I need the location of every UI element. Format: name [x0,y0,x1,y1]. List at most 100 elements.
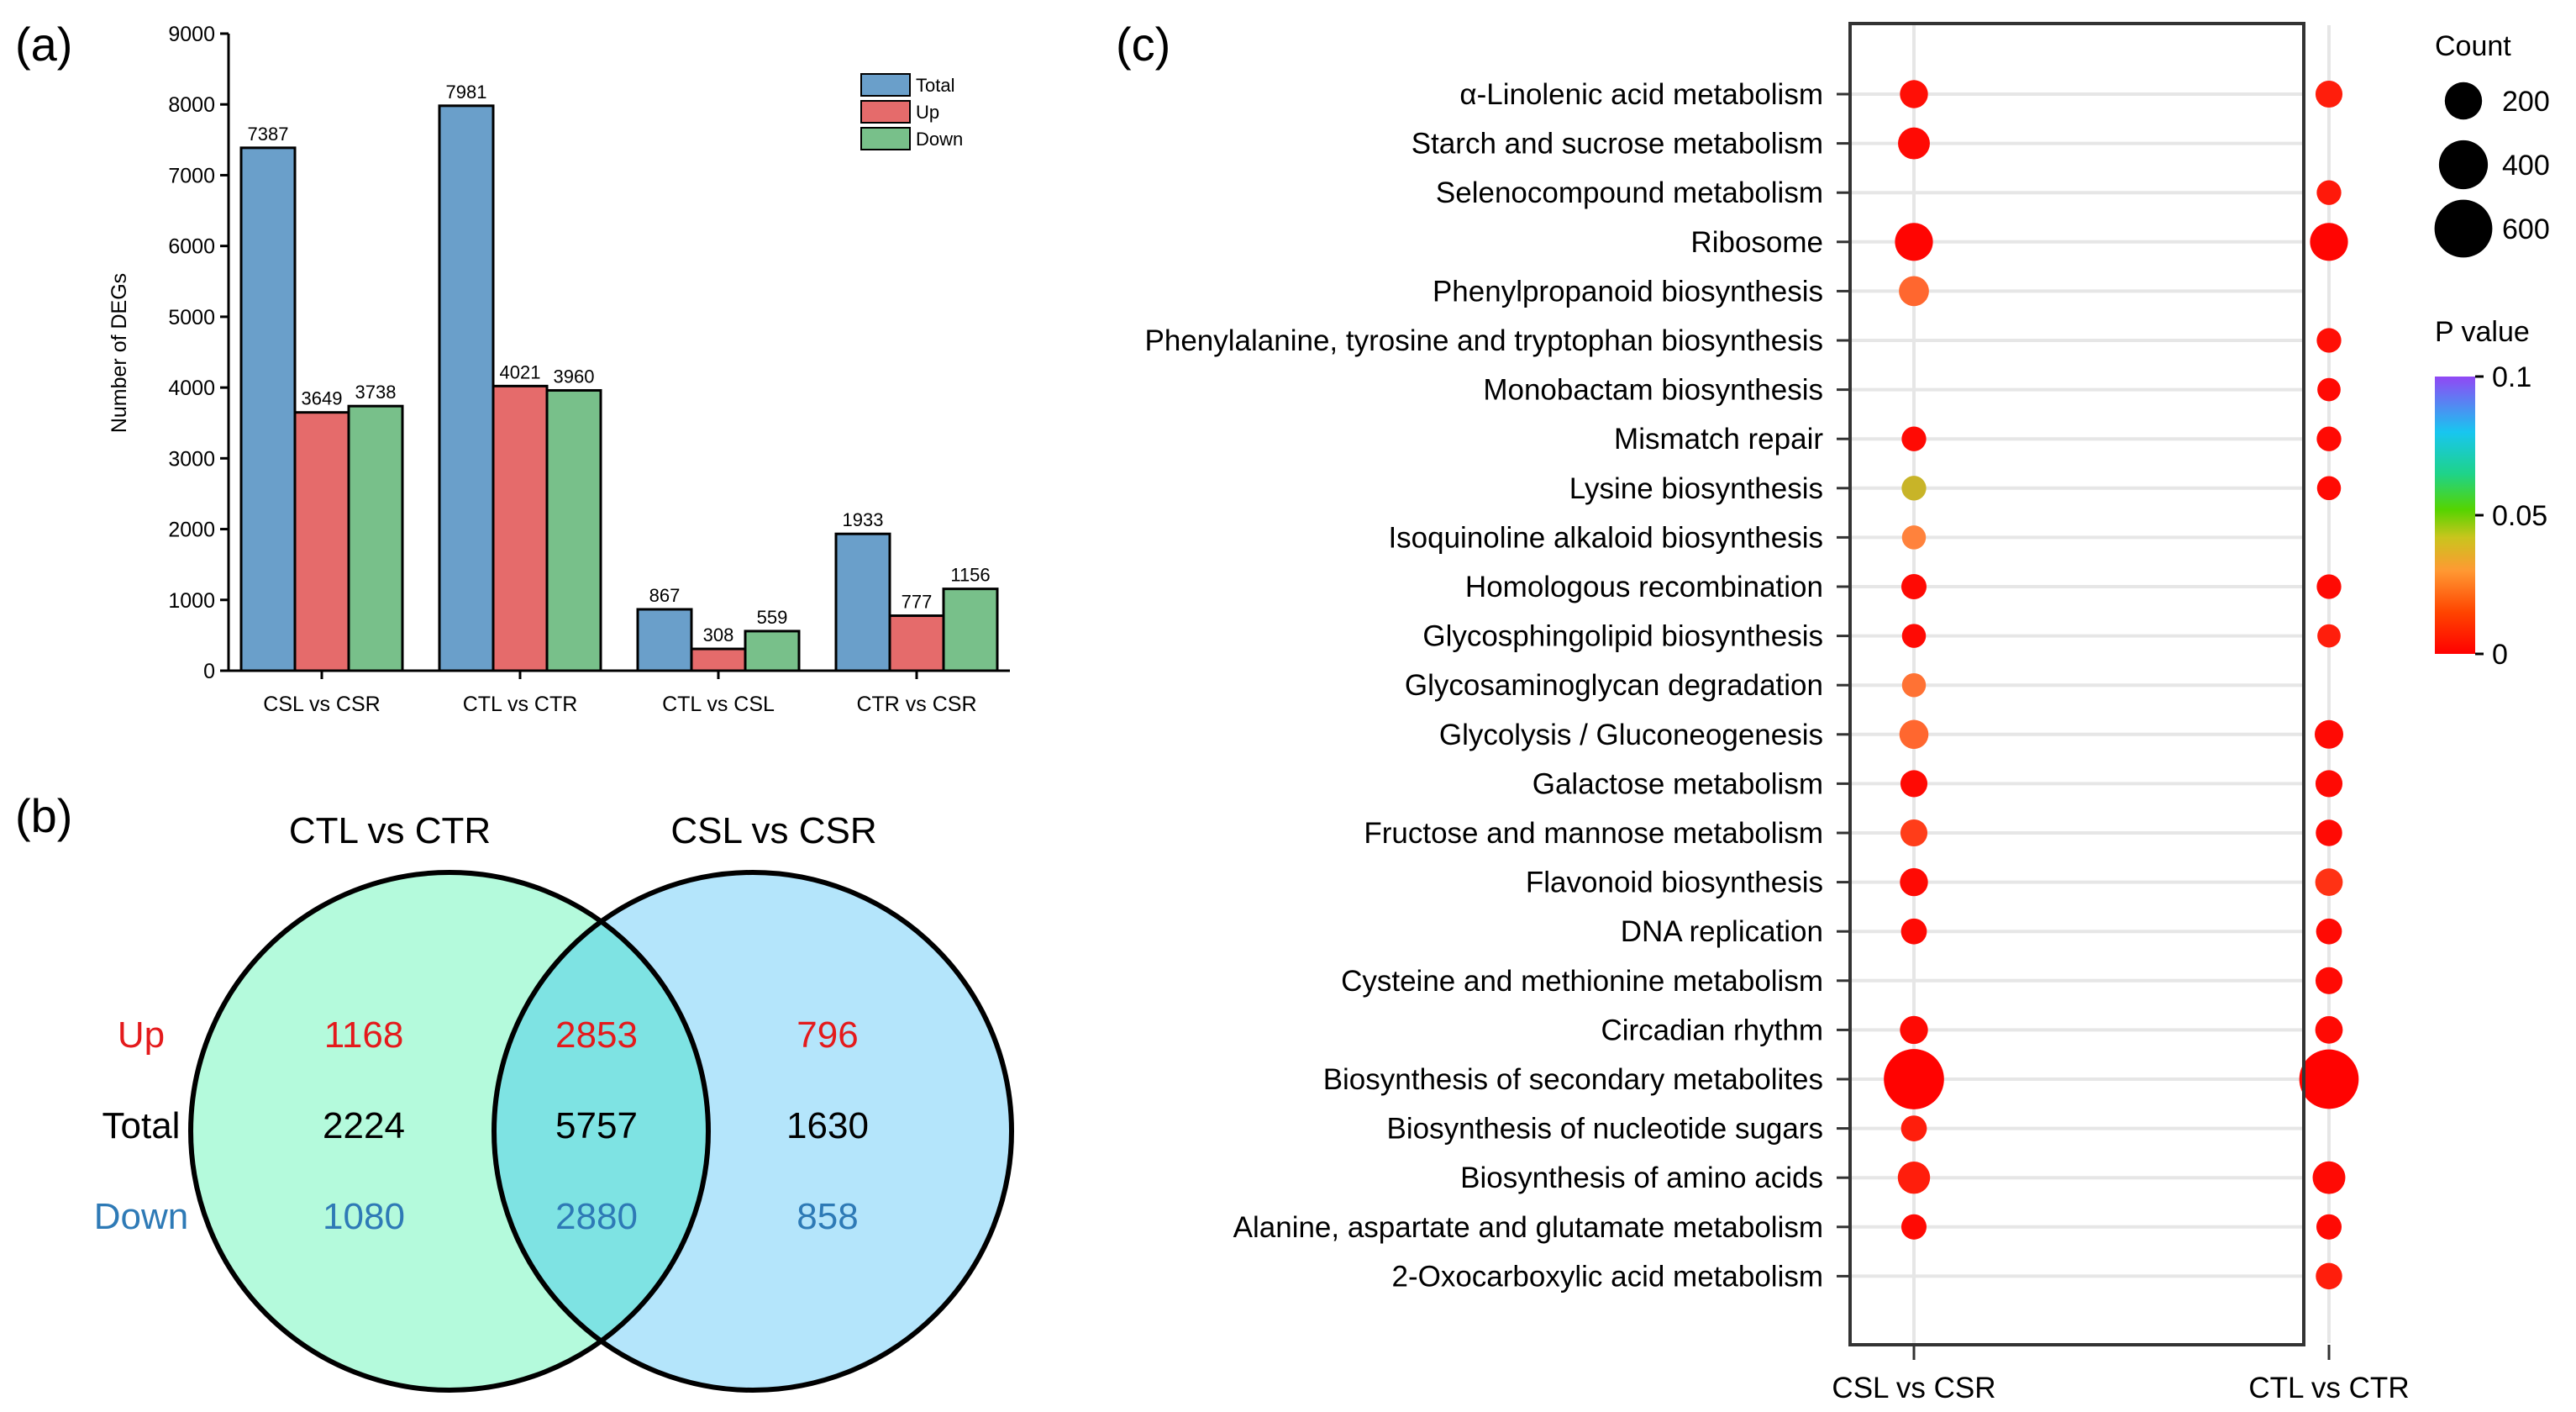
venn-right-up: 796 [796,1014,858,1056]
x-category-label: CTR vs CSR [856,693,976,716]
bubble-point [2312,1161,2346,1194]
bubble-point [1901,624,1927,648]
bubble-point [2315,80,2343,108]
bar-value-label: 867 [649,585,681,606]
legend-label-total: Total [916,75,954,96]
venn-circle-left-outline [188,870,711,1393]
y-tick-label: 7000 [168,164,215,187]
x-category-label: CSL vs CSR [263,693,380,716]
bubble-point [2315,967,2343,994]
venn-circle-right-outline [492,870,1014,1393]
pathway-label: Biosynthesis of nucleotide sugars [1387,1113,1823,1146]
bubble-point [2317,624,2341,648]
bubble-point [1900,1015,1928,1045]
color-tick-label: 0.05 [2492,500,2547,532]
bubble-plot-frame [1848,22,2305,1346]
bar-chart-panel: (a) 010002000300040005000600070008000900… [15,18,1010,716]
bubble-point [1900,867,1928,897]
pathway-label: Flavonoid biosynthesis [1526,867,1823,899]
bar-value-label: 308 [703,624,734,645]
bubble-point [2316,574,2342,599]
bubble-point [2316,476,2342,501]
bubble-point [2316,328,2342,353]
bubble-point [2317,377,2341,402]
bar-down [347,404,404,672]
bar-total [438,104,495,672]
venn-both-down: 2880 [555,1196,638,1237]
color-legend-title: P value [2435,316,2530,348]
bar-up [492,384,549,672]
panel-label-b: (b) [15,789,72,842]
y-tick-label: 6000 [168,235,215,259]
bar-value-label: 4021 [500,361,541,382]
bubble-point [1900,1214,1927,1240]
pathway-label: Galactose metabolism [1532,767,1823,800]
venn-left-down: 1080 [323,1196,405,1237]
size-legend-title: Count [2435,30,2511,62]
bubble-point [1901,476,1927,501]
size-legend-label: 600 [2502,213,2550,245]
venn-both-total: 5757 [555,1105,638,1146]
bar-value-label: 7387 [248,124,289,145]
y-tick-label: 0 [203,660,215,683]
pathway-label: Alanine, aspartate and glutamate metabol… [1233,1211,1823,1244]
pathway-label: Ribosome [1690,226,1823,259]
y-tick-label: 9000 [168,23,215,46]
y-tick-label: 4000 [168,377,215,400]
bubble-point [1895,223,1933,261]
pathway-label: Glycolysis / Gluconeogenesis [1439,719,1823,751]
x-category-label: CTL vs CSL [662,693,775,716]
bar-up [690,647,747,672]
color-legend-ticks: 0.1 0.05 0 [2475,361,2547,671]
venn-set-right-title: CSL vs CSR [670,810,876,851]
y-tick-label: 2000 [168,519,215,542]
bubble-points [1884,80,2359,1290]
bubble-point [1901,525,1927,550]
bubble-point [1899,719,1929,750]
bar-value-label: 777 [902,592,933,613]
bubble-point [2316,180,2342,205]
bubble-point [2314,719,2344,749]
bar-value-label: 1933 [843,509,884,530]
venn-left-up: 1168 [324,1014,404,1056]
pathway-label: Fructose and mannose metabolism [1364,817,1823,850]
bar-up [888,614,945,672]
legend-swatch-total [860,73,911,97]
venn-right-down: 858 [796,1196,858,1237]
y-tick-label: 3000 [168,447,215,471]
color-tick-label: 0.1 [2492,361,2531,393]
size-legend-circle [2444,82,2483,120]
size-legend-circle [2438,140,2489,190]
x-category-label: CTL vs CTR [463,693,578,716]
bubble-point [2316,819,2342,846]
bubble-point [1900,770,1928,798]
bubble-point [1900,80,1928,108]
bar-down [744,630,801,672]
bubble-point [2299,1049,2359,1109]
pathway-label: Biosynthesis of secondary metabolites [1323,1063,1823,1096]
bubble-point [1884,1049,1944,1109]
bubble-point [1901,672,1927,698]
pathway-label: Monobactam biosynthesis [1483,374,1823,407]
bubble-point [1900,573,1927,600]
pathway-label: Cysteine and methionine metabolism [1341,965,1823,998]
y-tick-label: 5000 [168,306,215,329]
bubble-point [1898,127,1930,160]
size-legend-label: 200 [2502,86,2550,118]
size-legend-circle [2434,199,2493,258]
bubble-point [2315,770,2343,798]
bar-value-label: 559 [757,607,788,628]
bar-total [636,608,693,672]
pathway-label: Homologous recombination [1465,571,1823,603]
venn-overlap [494,872,708,1390]
bar-down [942,587,999,672]
pathway-label: Glycosaminoglycan degradation [1405,669,1823,702]
bar-up [293,411,350,672]
panel-label-c: (c) [1116,18,1170,71]
color-tick-label: 0 [2492,639,2508,671]
bar-y-axis-label: Number of DEGs [108,273,131,433]
